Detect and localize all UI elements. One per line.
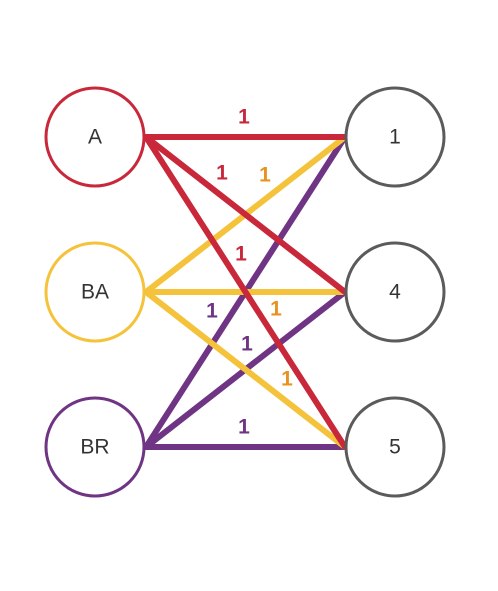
node-circle <box>344 396 446 498</box>
node-label: 4 <box>389 281 401 304</box>
edge-weight-br-5: 1 <box>238 416 250 439</box>
node-right-4: 4 <box>344 241 446 343</box>
edge-weight-ba-1: 1 <box>259 164 271 187</box>
node-left-br: BR <box>44 396 146 498</box>
node-label: 5 <box>389 436 401 459</box>
nodes-layer: A BA BR 1 4 5 <box>44 86 446 498</box>
node-circle <box>344 241 446 343</box>
edge-weight-a-4: 1 <box>216 162 228 185</box>
node-left-a: A <box>44 86 146 188</box>
edge-weight-a-5: 1 <box>235 243 247 266</box>
node-circle <box>344 86 446 188</box>
node-left-ba: BA <box>44 241 146 343</box>
node-circle <box>44 241 146 343</box>
edge-a-4 <box>143 134 348 295</box>
edge-weight-br-1: 1 <box>206 300 218 323</box>
node-label: 1 <box>389 126 401 149</box>
edge-weight-br-4: 1 <box>241 333 253 356</box>
edge-a-5 <box>143 134 348 450</box>
node-label: BR <box>80 436 109 459</box>
node-circle <box>44 86 146 188</box>
node-right-1: 1 <box>344 86 446 188</box>
node-circle <box>44 396 146 498</box>
edges-layer <box>143 134 348 450</box>
node-right-5: 5 <box>344 396 446 498</box>
edge-weight-ba-4: 1 <box>270 298 282 321</box>
edge-weight-a-1: 1 <box>238 106 250 129</box>
node-label: A <box>88 126 102 149</box>
edge-ba-5 <box>143 289 348 450</box>
edge-weight-ba-5: 1 <box>281 368 293 391</box>
node-label: BA <box>81 281 109 304</box>
